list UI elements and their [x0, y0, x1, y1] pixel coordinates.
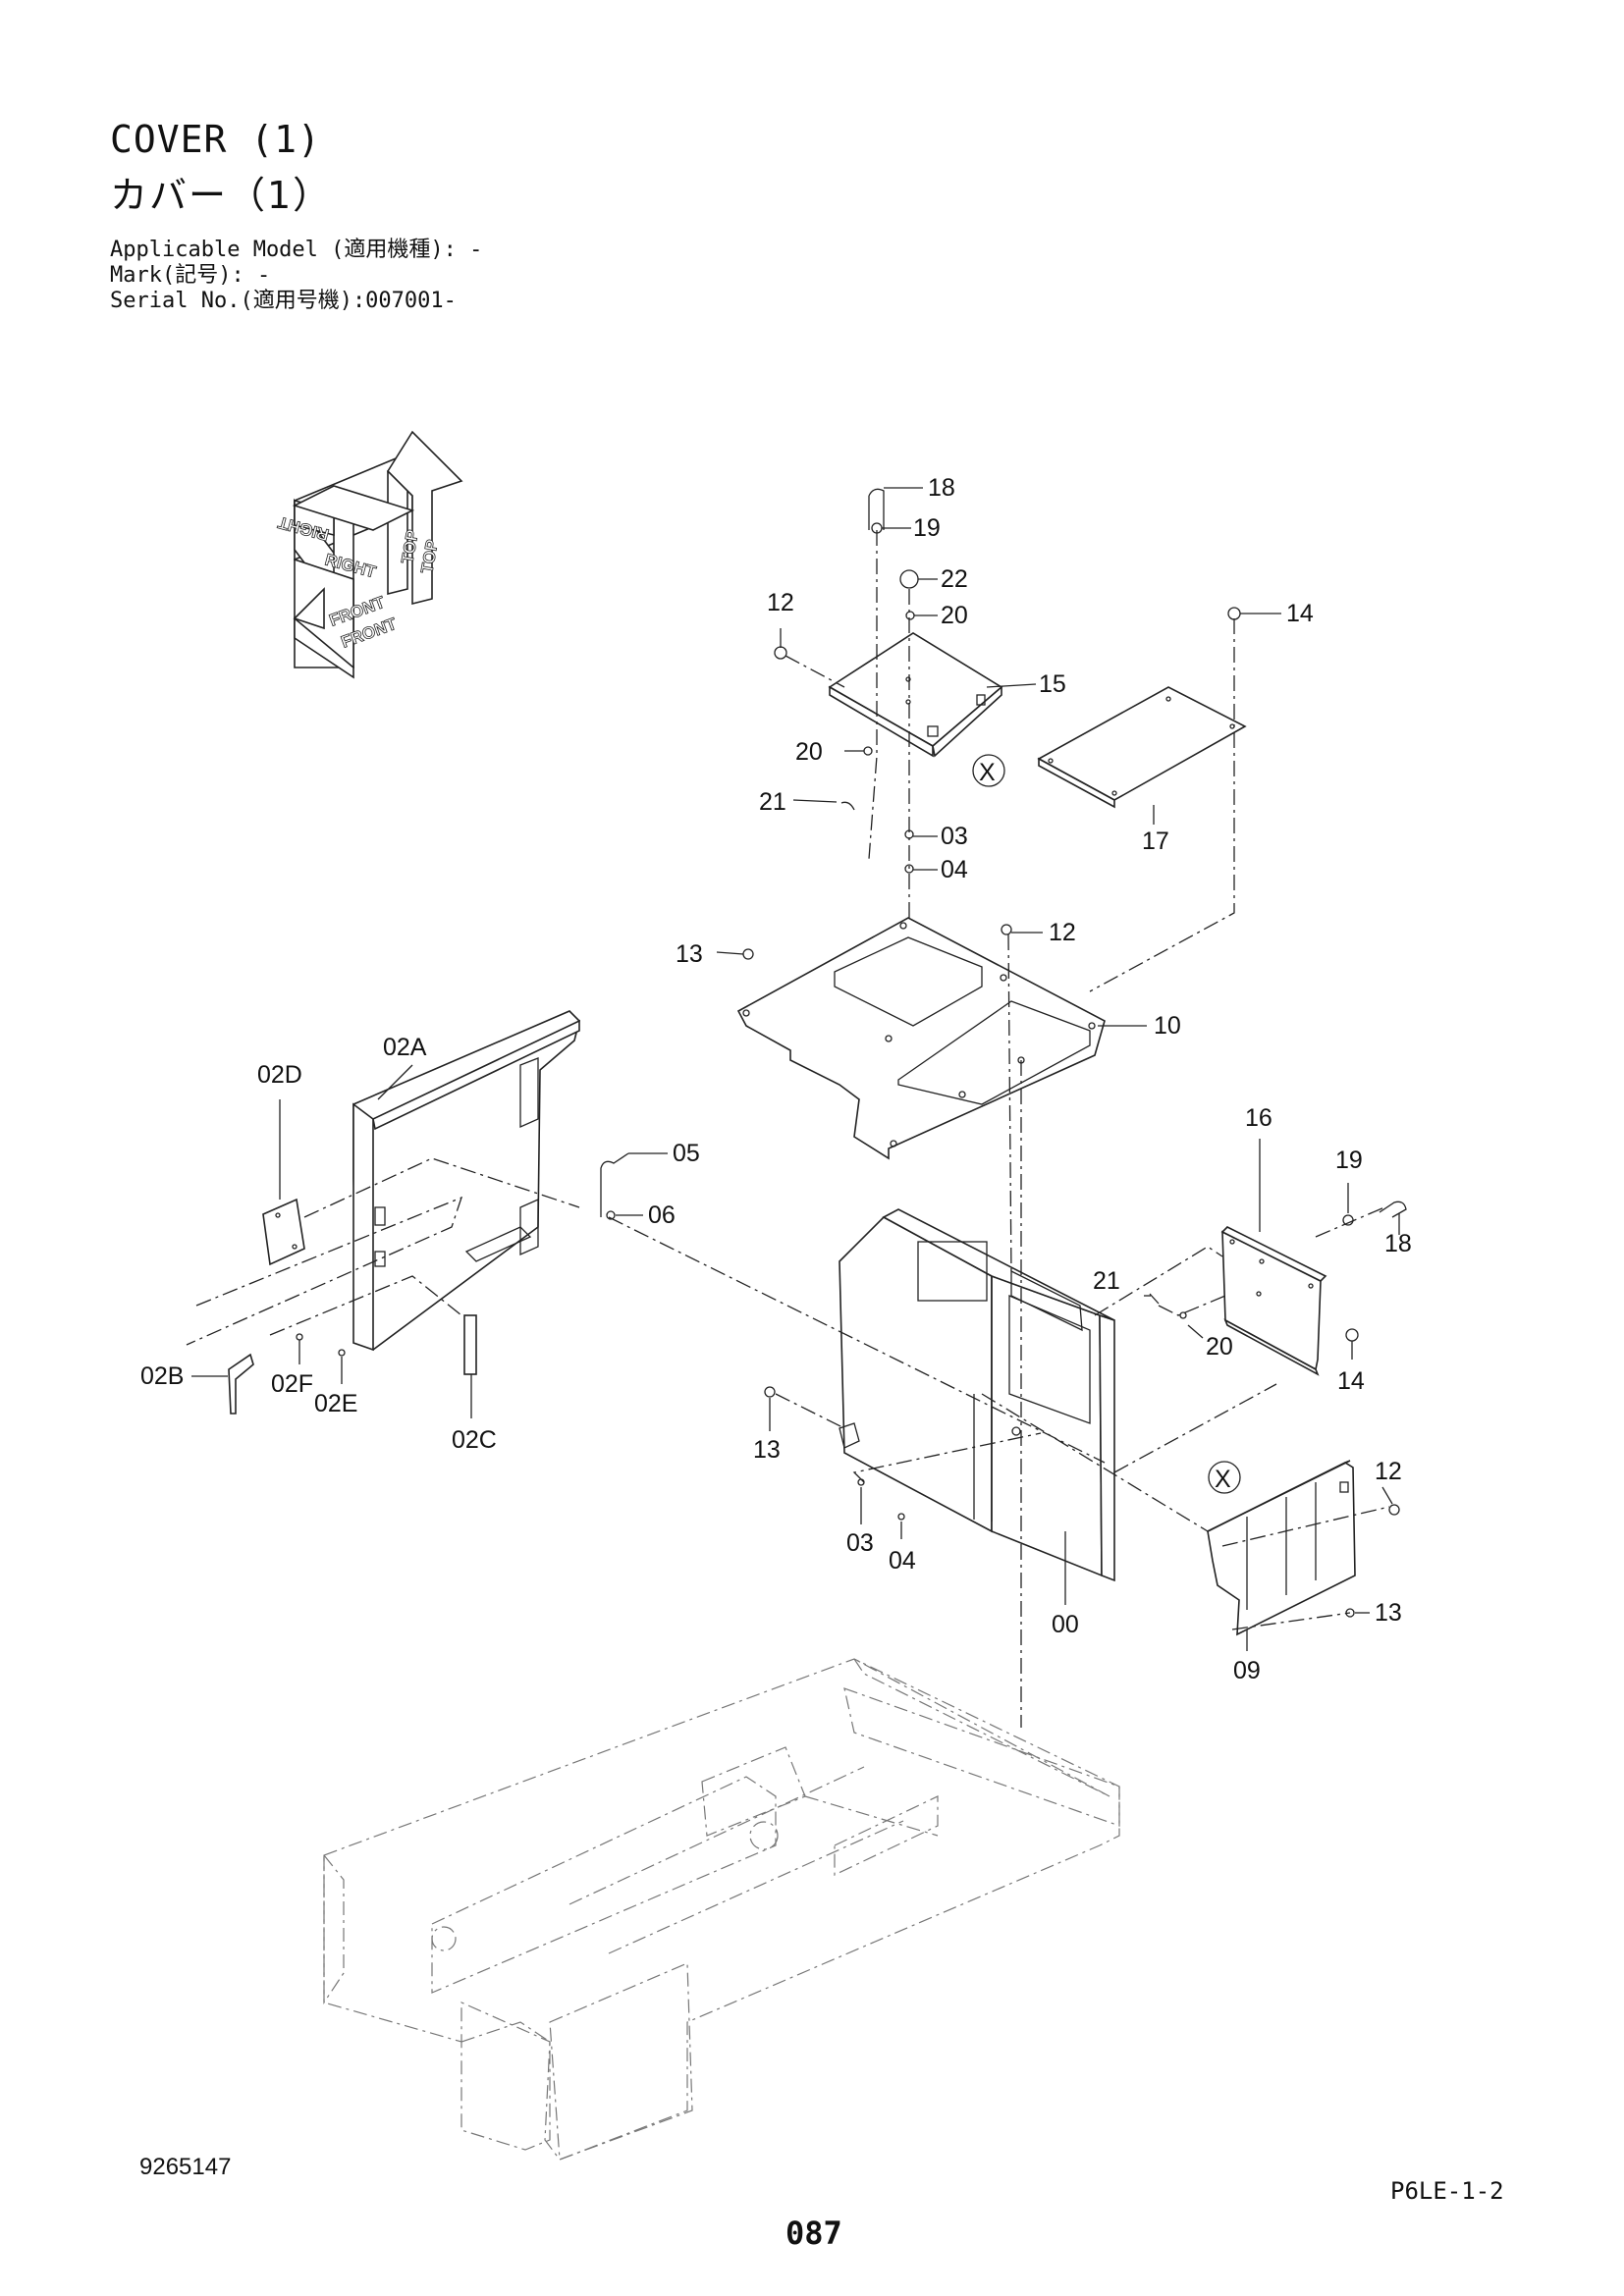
part-09-lower-cover [1207, 1460, 1356, 1636]
callout-04-top: 04 [941, 856, 968, 883]
callout-22: 22 [941, 565, 968, 593]
part-21-clip-top [840, 801, 855, 811]
callout-02D: 02D [257, 1061, 302, 1089]
machine-frame [323, 1658, 1120, 2161]
callout-20-top: 20 [941, 602, 968, 629]
callout-18-top: 18 [928, 474, 955, 502]
part-12-bolt-lower [1388, 1504, 1400, 1516]
part-14-bolt-side [1345, 1328, 1359, 1342]
part-05-bracket [600, 1152, 629, 1217]
part-22-knob [899, 569, 919, 589]
callout-02C: 02C [452, 1426, 497, 1454]
part-12-bolt-top [774, 646, 787, 660]
callout-06: 06 [648, 1201, 676, 1229]
callout-04-lower: 04 [889, 1547, 916, 1575]
part-13-bolt-lower [764, 1386, 776, 1398]
callout-12-top: 12 [767, 589, 794, 616]
orientation-indicator: TOP TOP RIGHT RIGHT FRONT FRONT [275, 430, 463, 679]
callout-20-side: 20 [1206, 1333, 1233, 1361]
part-16-side-panel [1220, 1226, 1327, 1376]
callout-16: 16 [1245, 1104, 1272, 1132]
callout-13-rear: 13 [1375, 1599, 1402, 1627]
part-18-pin-top [868, 488, 885, 530]
callout-13-lower: 13 [753, 1436, 781, 1464]
not-used-symbol-lower-label: X [1215, 1466, 1231, 1493]
part-15-top-cover [828, 632, 1003, 758]
title-japanese: カバー（1） [110, 174, 333, 217]
part-18-pin-side [1379, 1201, 1407, 1218]
part-02D-plate [262, 1198, 305, 1266]
drawing-number: 9265147 [139, 2154, 232, 2180]
callout-21-side: 21 [1093, 1267, 1120, 1295]
callout-12-upper: 12 [1049, 919, 1076, 946]
callout-00: 00 [1052, 1611, 1079, 1638]
callout-19-side: 19 [1335, 1147, 1363, 1174]
page-code: P6LE-1-2 [1390, 2177, 1504, 2205]
not-used-symbol-top-label: X [979, 759, 996, 786]
callout-02F: 02F [271, 1370, 313, 1398]
title-english: COVER (1) [110, 118, 321, 161]
part-02F-clip [296, 1333, 303, 1341]
callout-19-top: 19 [913, 514, 941, 542]
callout-05: 05 [673, 1140, 700, 1167]
part-00-main-cover [839, 1208, 1115, 1582]
part-10-floor-plate [736, 917, 1106, 1160]
callout-12-lower: 12 [1375, 1458, 1402, 1485]
part-04-washer-lower [897, 1513, 905, 1521]
callout-15: 15 [1039, 670, 1066, 698]
not-used-symbol-lower: X [1208, 1461, 1241, 1494]
page-number: 087 [785, 2215, 842, 2252]
callout-13-upper: 13 [676, 940, 703, 968]
part-17-cover-panel [1037, 686, 1247, 809]
part-19-washer-side [1342, 1214, 1354, 1226]
callout-18-side: 18 [1384, 1230, 1412, 1257]
callout-02B: 02B [140, 1362, 184, 1390]
part-02E-clip [338, 1349, 346, 1357]
callout-02A: 02A [383, 1034, 427, 1061]
callout-03-top: 03 [941, 823, 968, 850]
part-20-washer-top [905, 611, 915, 620]
part-02A-side-cover [352, 1010, 580, 1352]
callout-14-top: 14 [1286, 600, 1314, 627]
callout-02E: 02E [314, 1390, 357, 1417]
callout-17: 17 [1142, 828, 1169, 855]
part-06-bolt [606, 1210, 616, 1220]
callout-10: 10 [1154, 1012, 1181, 1040]
callout-21-top: 21 [759, 788, 786, 816]
callout-14-side: 14 [1337, 1367, 1365, 1395]
mark-field: Mark(記号): - [110, 263, 271, 288]
part-20-washer-side [1179, 1311, 1187, 1319]
serial-number: Serial No.(適用号機):007001- [110, 289, 457, 313]
part-02B-seal [228, 1353, 254, 1415]
part-12-bolt-upper [1001, 924, 1012, 935]
not-used-symbol-top: X [972, 754, 1005, 787]
part-02C-seal [463, 1314, 477, 1375]
applicable-model: Applicable Model (適用機種): - [110, 238, 483, 262]
part-13-bolt-upper [742, 948, 754, 960]
part-04-washer-top [904, 864, 914, 874]
callout-03-lower: 03 [846, 1529, 874, 1557]
callout-09: 09 [1233, 1657, 1261, 1684]
part-14-bolt-top [1227, 607, 1241, 620]
part-21-clip-side [1149, 1293, 1160, 1305]
part-20-washer-mid [863, 746, 873, 756]
callout-20-mid: 20 [795, 738, 823, 766]
